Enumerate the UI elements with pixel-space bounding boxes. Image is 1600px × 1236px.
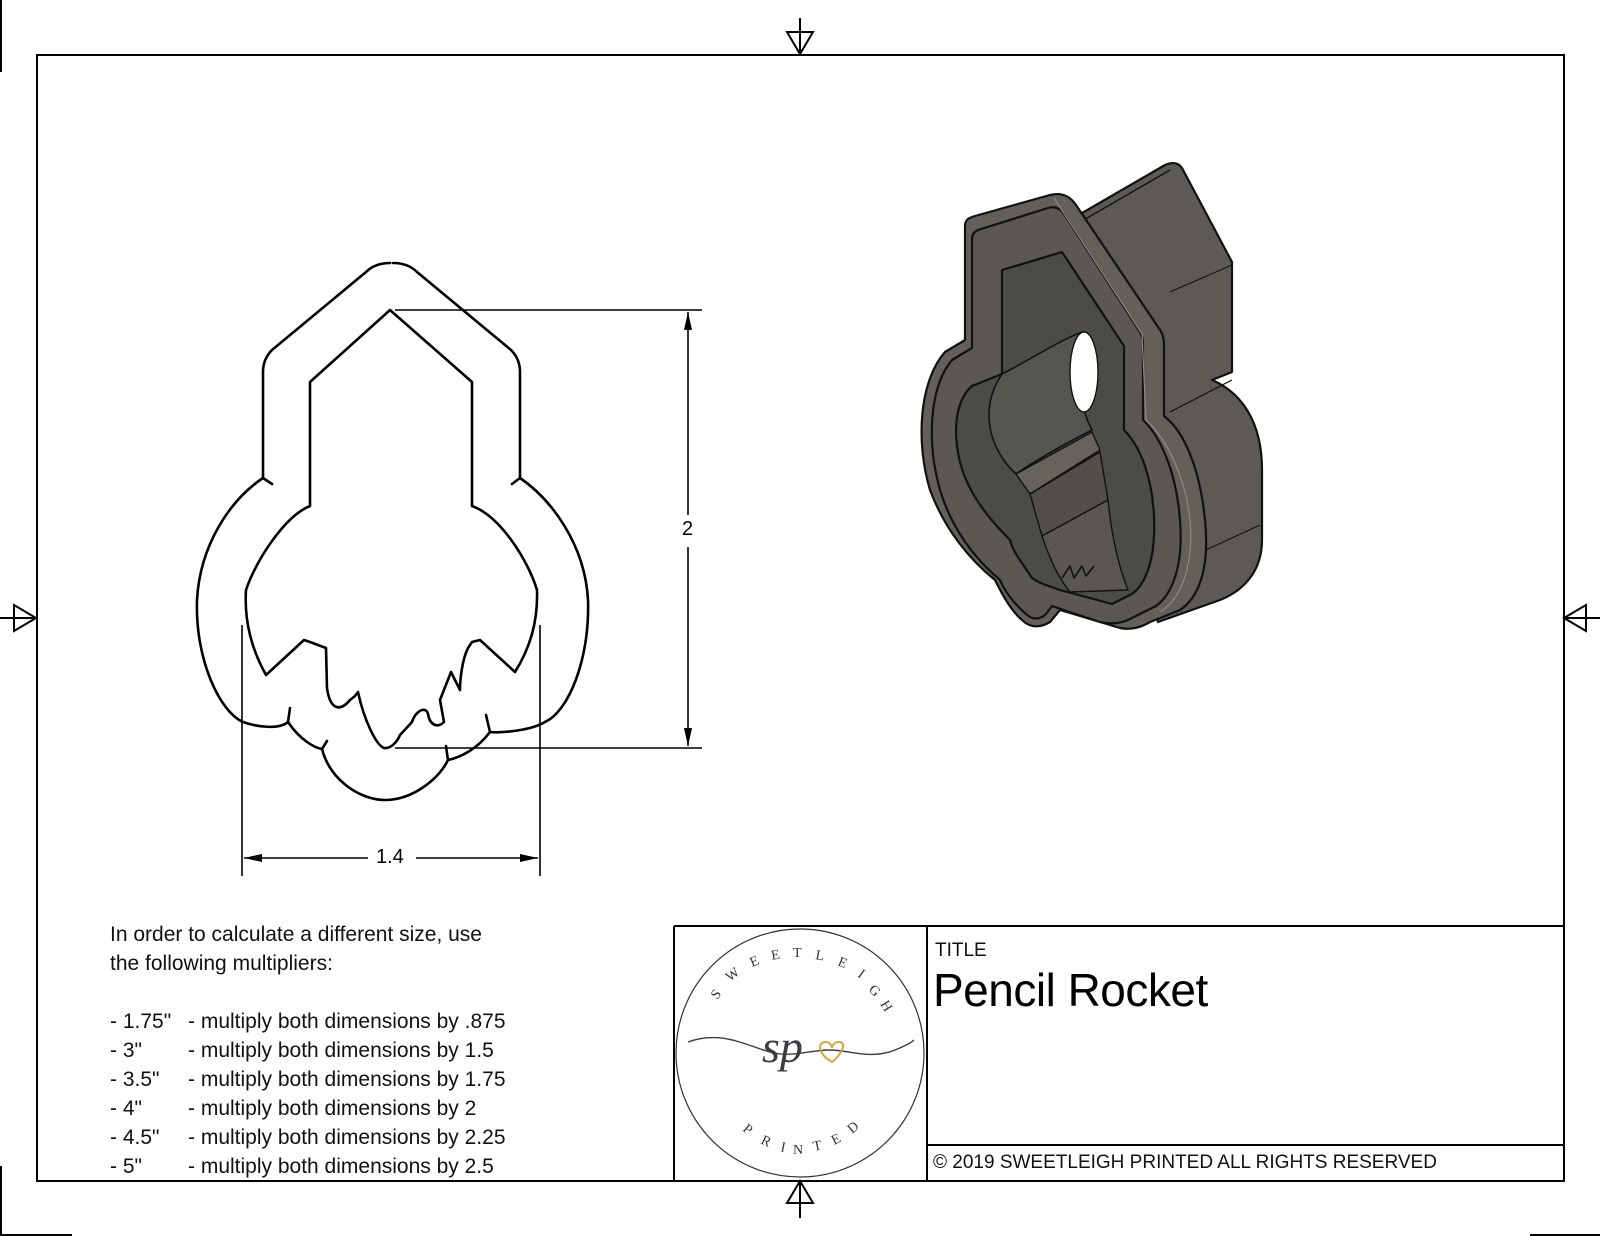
svg-text:N: N — [793, 1143, 805, 1158]
svg-text:I: I — [855, 967, 869, 983]
svg-text:P: P — [739, 1122, 756, 1140]
svg-text:sp: sp — [762, 1021, 803, 1072]
svg-text:D: D — [845, 1118, 864, 1137]
multiplier-row: - 1.75"- multiply both dimensions by .87… — [110, 1010, 506, 1033]
svg-text:G: G — [865, 982, 884, 1001]
title-block — [673, 925, 1564, 1181]
notes-intro-line-1: In order to calculate a different size, … — [110, 923, 482, 946]
multiplier-notes: In order to calculate a different size, … — [110, 920, 506, 1181]
width-dimension-label: 1.4 — [372, 846, 408, 869]
multiplier-row: - 5"- multiply both dimensions by 2.5 — [110, 1155, 494, 1178]
title-label: TITLE — [935, 940, 987, 961]
svg-text:T: T — [812, 1138, 825, 1155]
isometric-3d-view — [920, 161, 1264, 630]
svg-text:R: R — [758, 1133, 775, 1151]
multiplier-row: - 4"- multiply both dimensions by 2 — [110, 1097, 477, 1120]
height-dimension-label: 2 — [678, 518, 698, 541]
svg-text:T: T — [793, 946, 804, 961]
sweetleigh-logo: sp S W E E T L E I G H P R I N T E D — [675, 928, 925, 1178]
svg-text:E: E — [836, 955, 851, 973]
width-dimension — [241, 625, 541, 876]
height-dimension — [395, 309, 702, 749]
front-outline-view — [195, 261, 590, 802]
svg-text:E: E — [770, 947, 783, 964]
drawing-title: Pencil Rocket — [933, 964, 1208, 1016]
notes-intro-line-2: the following multipliers: — [110, 952, 333, 975]
svg-text:S: S — [708, 986, 726, 1003]
multiplier-row: - 3"- multiply both dimensions by 1.5 — [110, 1039, 494, 1062]
center-marker-bottom — [785, 1179, 815, 1218]
center-marker-top — [785, 18, 815, 56]
svg-text:H: H — [877, 998, 896, 1016]
svg-text:W: W — [723, 964, 744, 985]
multiplier-row: - 3.5"- multiply both dimensions by 1.75 — [110, 1068, 506, 1091]
multiplier-row: - 4.5"- multiply both dimensions by 2.25 — [110, 1126, 506, 1149]
svg-text:E: E — [748, 953, 763, 971]
svg-text:L: L — [814, 948, 827, 965]
center-marker-right — [1562, 603, 1600, 633]
svg-text:I: I — [779, 1140, 789, 1156]
svg-text:E: E — [829, 1130, 845, 1148]
copyright-notice: © 2019 SWEETLEIGH PRINTED ALL RIGHTS RES… — [933, 1152, 1437, 1173]
center-marker-left — [0, 603, 38, 633]
